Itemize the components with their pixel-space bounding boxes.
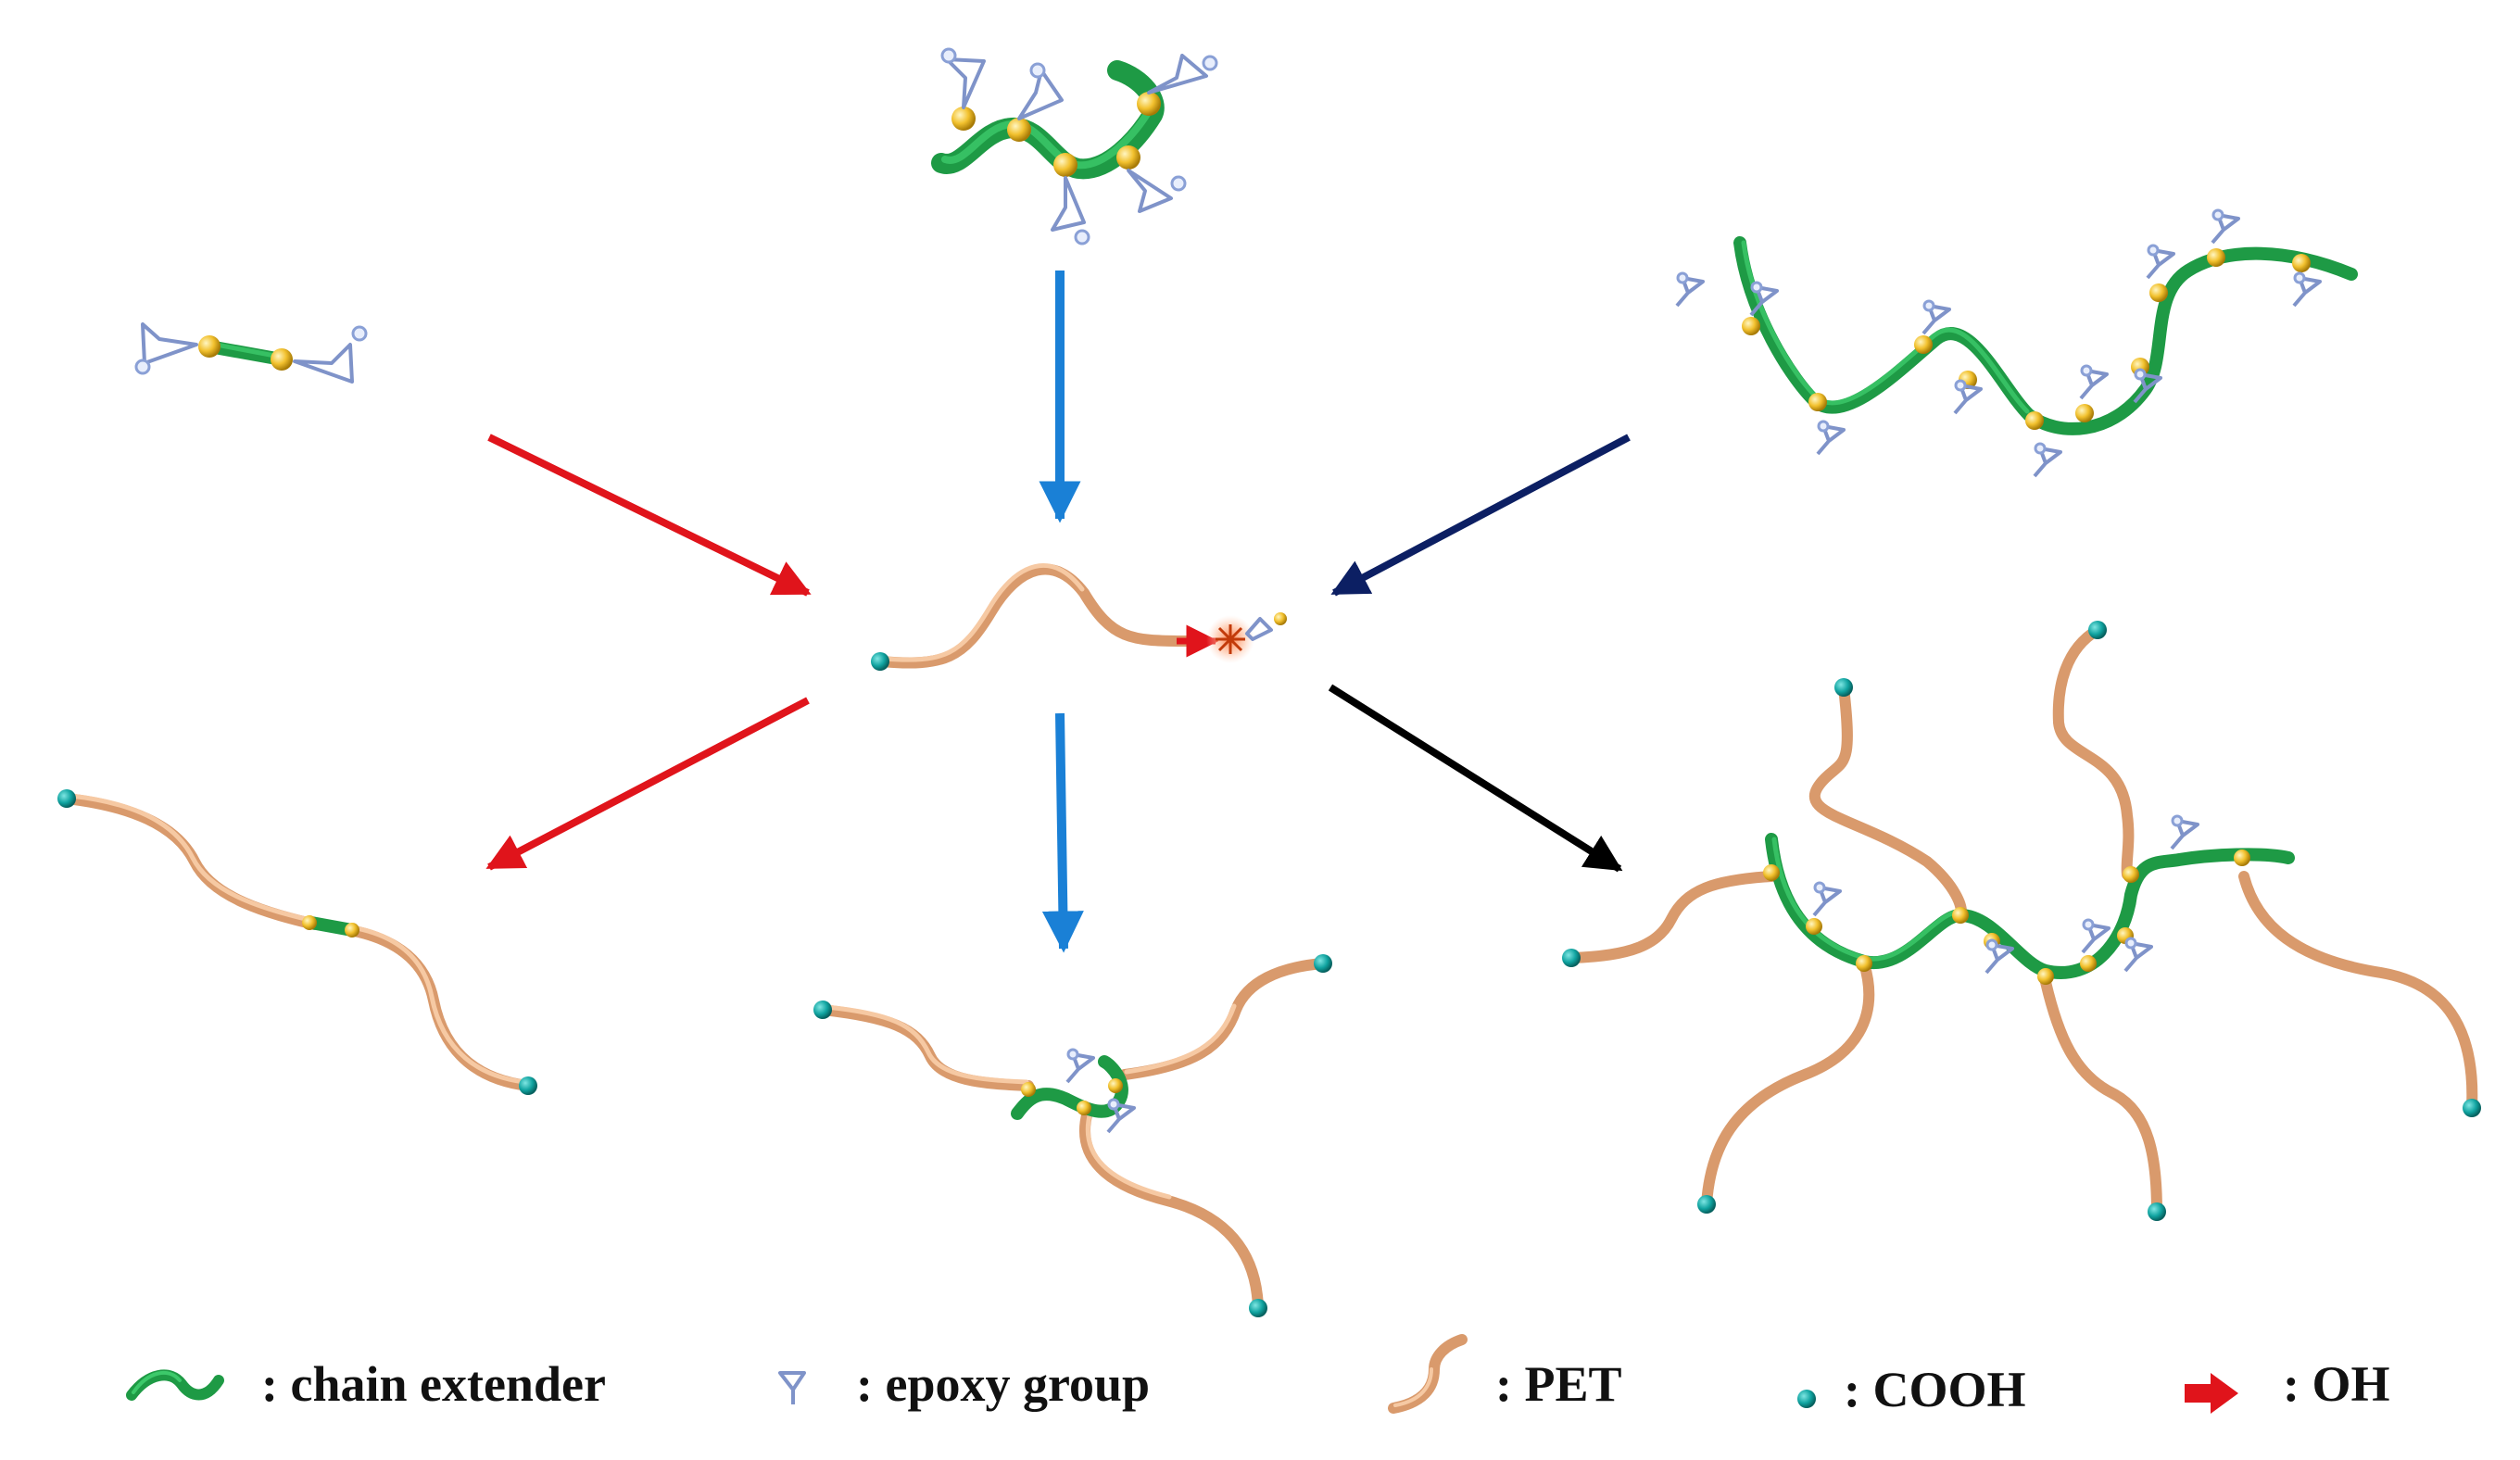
arrow-black-out: [1328, 684, 1623, 873]
oh-arrow-icon: [2185, 1373, 2238, 1414]
linear-product: [57, 789, 537, 1095]
green-wave-icon: [126, 1369, 224, 1401]
center-pet-chain: [871, 563, 1287, 671]
cooh-dot-icon: [1797, 1390, 1816, 1408]
arrow-red-in: [487, 434, 812, 597]
legend: : chain extender : epoxy group : PET : C…: [126, 1334, 2390, 1417]
short-chain-extender: [134, 322, 368, 384]
arrow-blue-out: [1041, 712, 1084, 953]
legend-cooh-label: : COOH: [1844, 1362, 2026, 1417]
epoxy-icon: [778, 1371, 806, 1404]
legend-epoxy-group-label: : epoxy group: [856, 1356, 1150, 1412]
pet-chain-icon: [1388, 1334, 1468, 1414]
medium-chain-extender: [931, 47, 1218, 245]
reaction-arrows: [485, 271, 1631, 953]
long-chain-extender: [1675, 208, 2358, 478]
legend-chain-extender-label: : chain extender: [261, 1356, 606, 1412]
arrow-red-out: [485, 697, 810, 871]
reaction-star: [1216, 624, 1245, 654]
arrow-navy-in: [1330, 434, 1631, 597]
star-branched-product: [1562, 621, 2481, 1221]
legend-oh-label: : OH: [2283, 1356, 2390, 1412]
branched-product: [813, 954, 1332, 1317]
legend-pet-label: : PET: [1495, 1356, 1622, 1412]
cooh-end: [871, 652, 889, 671]
